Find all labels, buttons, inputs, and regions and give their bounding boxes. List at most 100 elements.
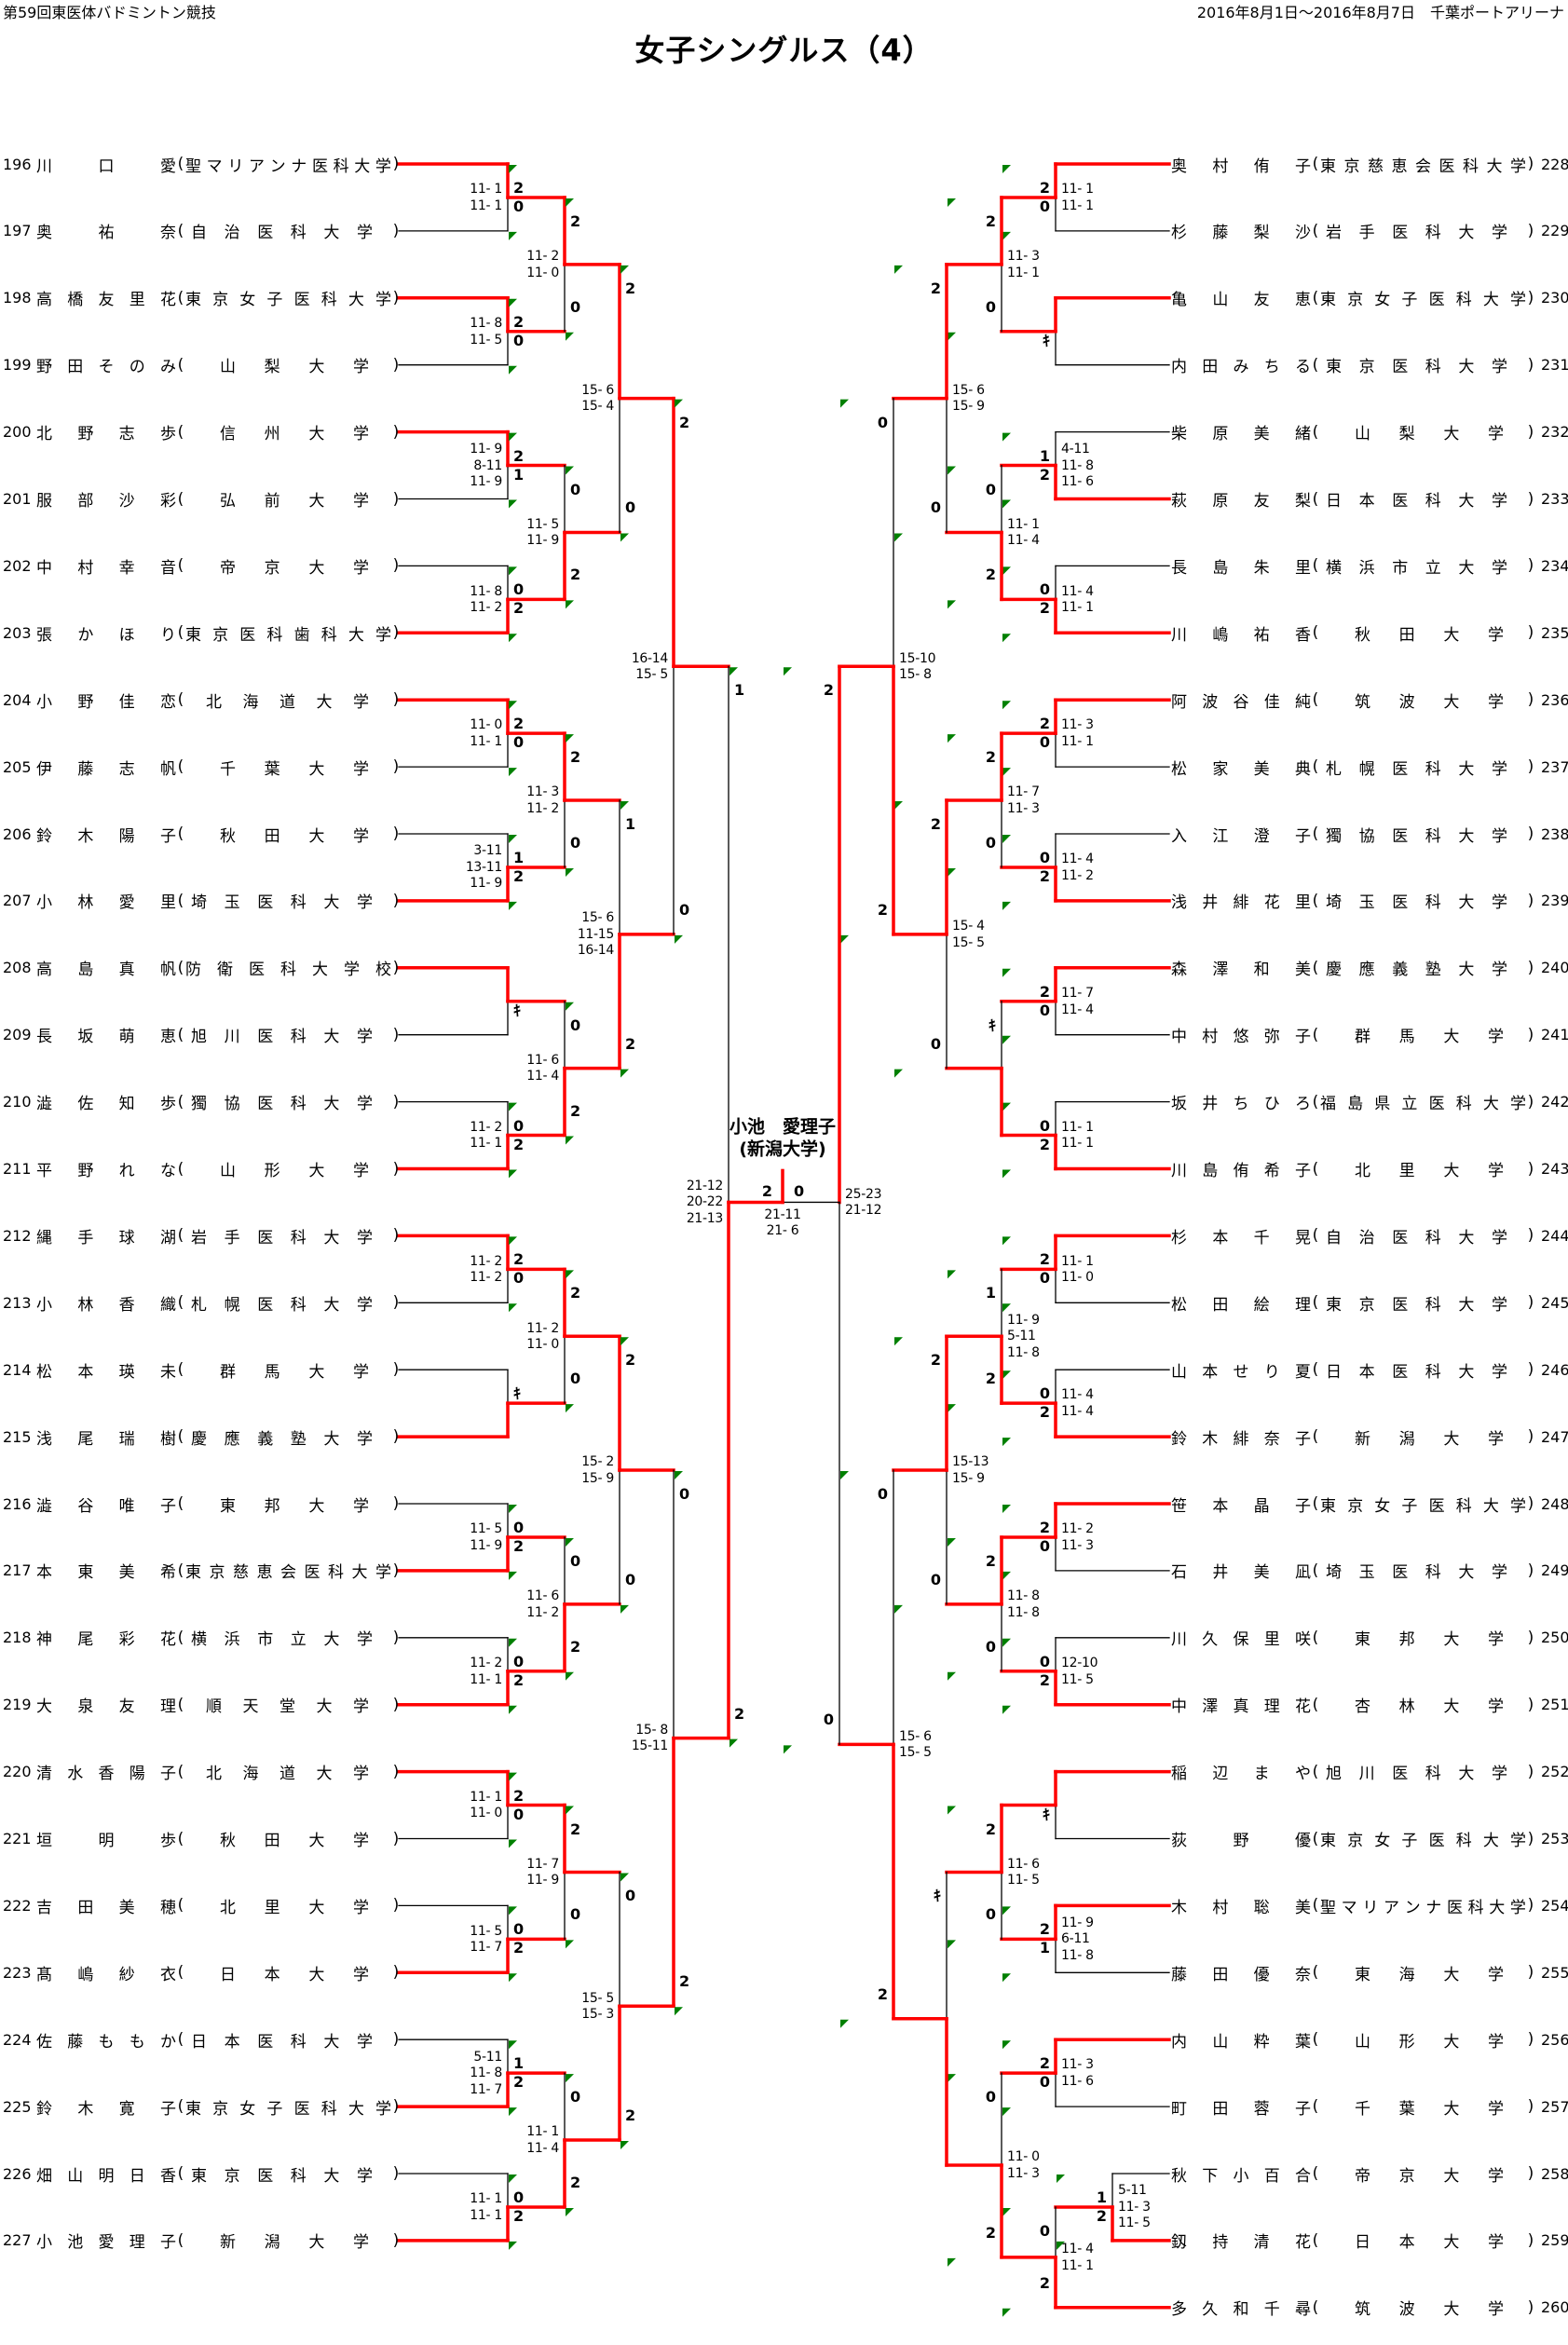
char: 香: [98, 1765, 115, 1784]
match-score-bottom: 0: [513, 1805, 525, 1823]
char: 里: [1294, 558, 1311, 578]
char: 市: [1392, 558, 1409, 578]
player-university: 秋田大学: [185, 1827, 391, 1850]
char: 大: [312, 961, 328, 980]
paren-open: (: [1312, 1427, 1319, 1447]
match-score-top: 2: [513, 446, 525, 465]
paren-open: (: [177, 2097, 184, 2117]
char: り: [1263, 1362, 1280, 1382]
game-score: 11- 1: [470, 2191, 502, 2207]
player-name: 神尾彩花: [36, 1626, 176, 1649]
char: 大: [1458, 358, 1475, 377]
flag-marker-icon: [1002, 1505, 1011, 1513]
player-university: 北海道大学: [185, 1760, 391, 1783]
char: 大: [1443, 1028, 1460, 1047]
paren-open: (: [177, 2230, 184, 2250]
player-entry: 内田みちる(東京医科大学)231: [1171, 355, 1568, 377]
char: 藤: [1212, 224, 1229, 243]
flag-marker-icon: [620, 801, 629, 811]
char: 女: [1374, 291, 1391, 310]
char: 野: [77, 425, 94, 444]
match-score-top: 0: [679, 1485, 690, 1504]
char: 科: [290, 1228, 307, 1247]
char: 義: [1392, 961, 1409, 980]
match-score-bottom: 0: [823, 1711, 834, 1729]
match-score-bottom: 1: [1039, 1939, 1050, 1957]
paren-close: ): [392, 1695, 400, 1714]
player-university: 群馬大学: [185, 1358, 391, 1382]
paren-close: ): [1527, 355, 1534, 375]
char: 医: [1392, 224, 1409, 243]
player-name: 松田絵理: [1171, 1291, 1311, 1315]
match-score-top: 2: [1039, 1519, 1050, 1536]
player-number: 243: [1541, 1160, 1568, 1178]
char: 馬: [264, 1362, 280, 1382]
player-name: 松本瑛未: [36, 1358, 176, 1382]
char: 優: [1253, 1965, 1270, 1984]
player-number: 257: [1541, 2097, 1568, 2116]
match-score-top: 2: [1039, 179, 1050, 197]
flag-marker-icon: [1002, 1236, 1011, 1246]
walkover-mark: ｷ: [988, 1016, 996, 1034]
game-score: 11- 2: [470, 1270, 502, 1286]
char: 美: [118, 1898, 135, 1917]
player-name: 柴原美緒: [1171, 420, 1311, 443]
game-score: 15-10: [899, 650, 936, 666]
char: 里: [129, 291, 145, 310]
char: 村: [1212, 1898, 1229, 1917]
char: 鈴: [1171, 1429, 1187, 1449]
player-number: 259: [1541, 2231, 1568, 2250]
char: 彩: [118, 1630, 135, 1650]
game-score: 11- 1: [1061, 182, 1094, 198]
player-university: 福島県立医科大学: [1320, 1090, 1526, 1113]
char: 医: [1428, 1095, 1445, 1114]
paren-open: (: [177, 1427, 184, 1447]
player-name: 鈴木緋奈子: [1171, 1425, 1311, 1449]
char: 学: [1491, 759, 1507, 779]
char: 埼: [1326, 893, 1342, 913]
match-score-top: 2: [985, 1551, 996, 1570]
char: 京: [212, 625, 229, 645]
char: 医: [1428, 1832, 1445, 1850]
char: 尋: [1295, 2300, 1311, 2320]
char: 子: [160, 1765, 176, 1784]
char: 山: [67, 2166, 84, 2186]
flag-marker-icon: [1002, 2040, 1011, 2050]
flag-marker-icon: [1002, 499, 1011, 509]
paren-close: ): [392, 623, 400, 643]
char: 学: [1491, 558, 1507, 578]
char: 聡: [1253, 1898, 1270, 1917]
match-score-top: 2: [513, 312, 525, 331]
paren-close: ): [1527, 757, 1534, 777]
match-score-top: 1: [1096, 2188, 1107, 2206]
paren-open: (: [1312, 1963, 1319, 1983]
game-score: 11- 4: [526, 1069, 559, 1084]
flag-marker-icon: [566, 1537, 574, 1547]
char: 医: [257, 893, 274, 913]
match-score-top: 2: [1039, 2054, 1050, 2073]
char: 歩: [160, 1832, 176, 1850]
match-score-top: 2: [625, 279, 636, 297]
player-name: 森澤和美: [1171, 956, 1311, 979]
game-score: 11- 8: [1007, 1344, 1040, 1360]
char: 医: [257, 1028, 274, 1047]
char: 学: [375, 1563, 391, 1583]
game-score: 5-11: [1118, 2183, 1147, 2199]
char: 長: [36, 1028, 52, 1047]
char: 衣: [159, 1965, 176, 1984]
player-name: 木村聡美: [1171, 1894, 1311, 1917]
char: 玉: [1358, 893, 1375, 913]
flag-marker-icon: [948, 600, 956, 609]
player-university: 岩手医科大学: [1320, 219, 1526, 242]
player-entry: 荻野優(東京女子医科大学)253: [1171, 1829, 1568, 1851]
player-number: 252: [1541, 1763, 1568, 1781]
player-university: 聖マリアンナ医科大学: [1320, 1894, 1526, 1917]
game-score: 11- 1: [1007, 516, 1040, 532]
char: 学: [356, 2032, 373, 2052]
char: 大: [323, 2032, 340, 2052]
match-score-bottom: 2: [1039, 465, 1050, 484]
champion-name: 小池 愛理子: [729, 1116, 836, 1138]
char: 馬: [1398, 1028, 1415, 1047]
char: 幸: [118, 558, 135, 578]
